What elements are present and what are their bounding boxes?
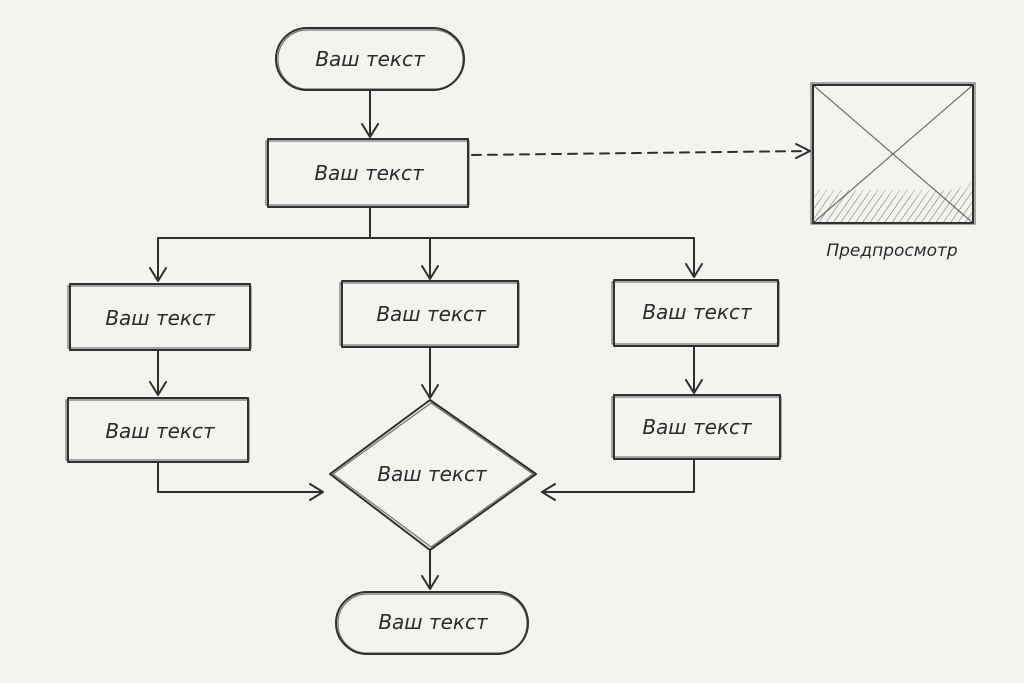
process-top-label: Ваш текст (314, 161, 425, 185)
arrow-center-to-decision (421, 346, 439, 399)
start-terminator[interactable]: Ваш текст (275, 27, 465, 91)
end-label: Ваш текст (378, 610, 489, 634)
left-box-2-label: Ваш текст (105, 419, 216, 443)
dashed-arrow-to-preview (471, 143, 811, 159)
left-box-2[interactable]: Ваш текст (65, 397, 250, 463)
arrow-left-1-to-left-2 (149, 349, 167, 396)
right-box-1[interactable]: Ваш текст (611, 279, 780, 347)
branch-connectors (149, 206, 703, 282)
decision-label: Ваш текст (377, 462, 488, 486)
arrow-start-to-process (361, 89, 379, 138)
right-box-2[interactable]: Ваш текст (611, 394, 782, 460)
center-box-1-label: Ваш текст (376, 302, 487, 326)
start-label: Ваш текст (315, 47, 426, 71)
left-box-1-label: Ваш текст (105, 306, 216, 330)
process-top-box[interactable]: Ваш текст (265, 138, 470, 208)
right-box-1-label: Ваш текст (642, 300, 753, 324)
arrow-decision-to-end (421, 549, 439, 590)
arrow-left-2-to-decision (157, 461, 324, 501)
left-box-1[interactable]: Ваш текст (67, 283, 252, 351)
arrow-right-2-to-decision (541, 458, 695, 501)
arrow-right-1-to-right-2 (685, 345, 703, 394)
end-terminator[interactable]: Ваш текст (335, 591, 529, 655)
right-box-2-label: Ваш текст (642, 415, 753, 439)
center-box-1[interactable]: Ваш текст (339, 280, 520, 348)
preview-caption: Предпросмотр (826, 241, 958, 261)
image-placeholder-icon: Предпросмотр (810, 82, 976, 261)
decision-diamond[interactable]: Ваш текст (329, 399, 537, 551)
